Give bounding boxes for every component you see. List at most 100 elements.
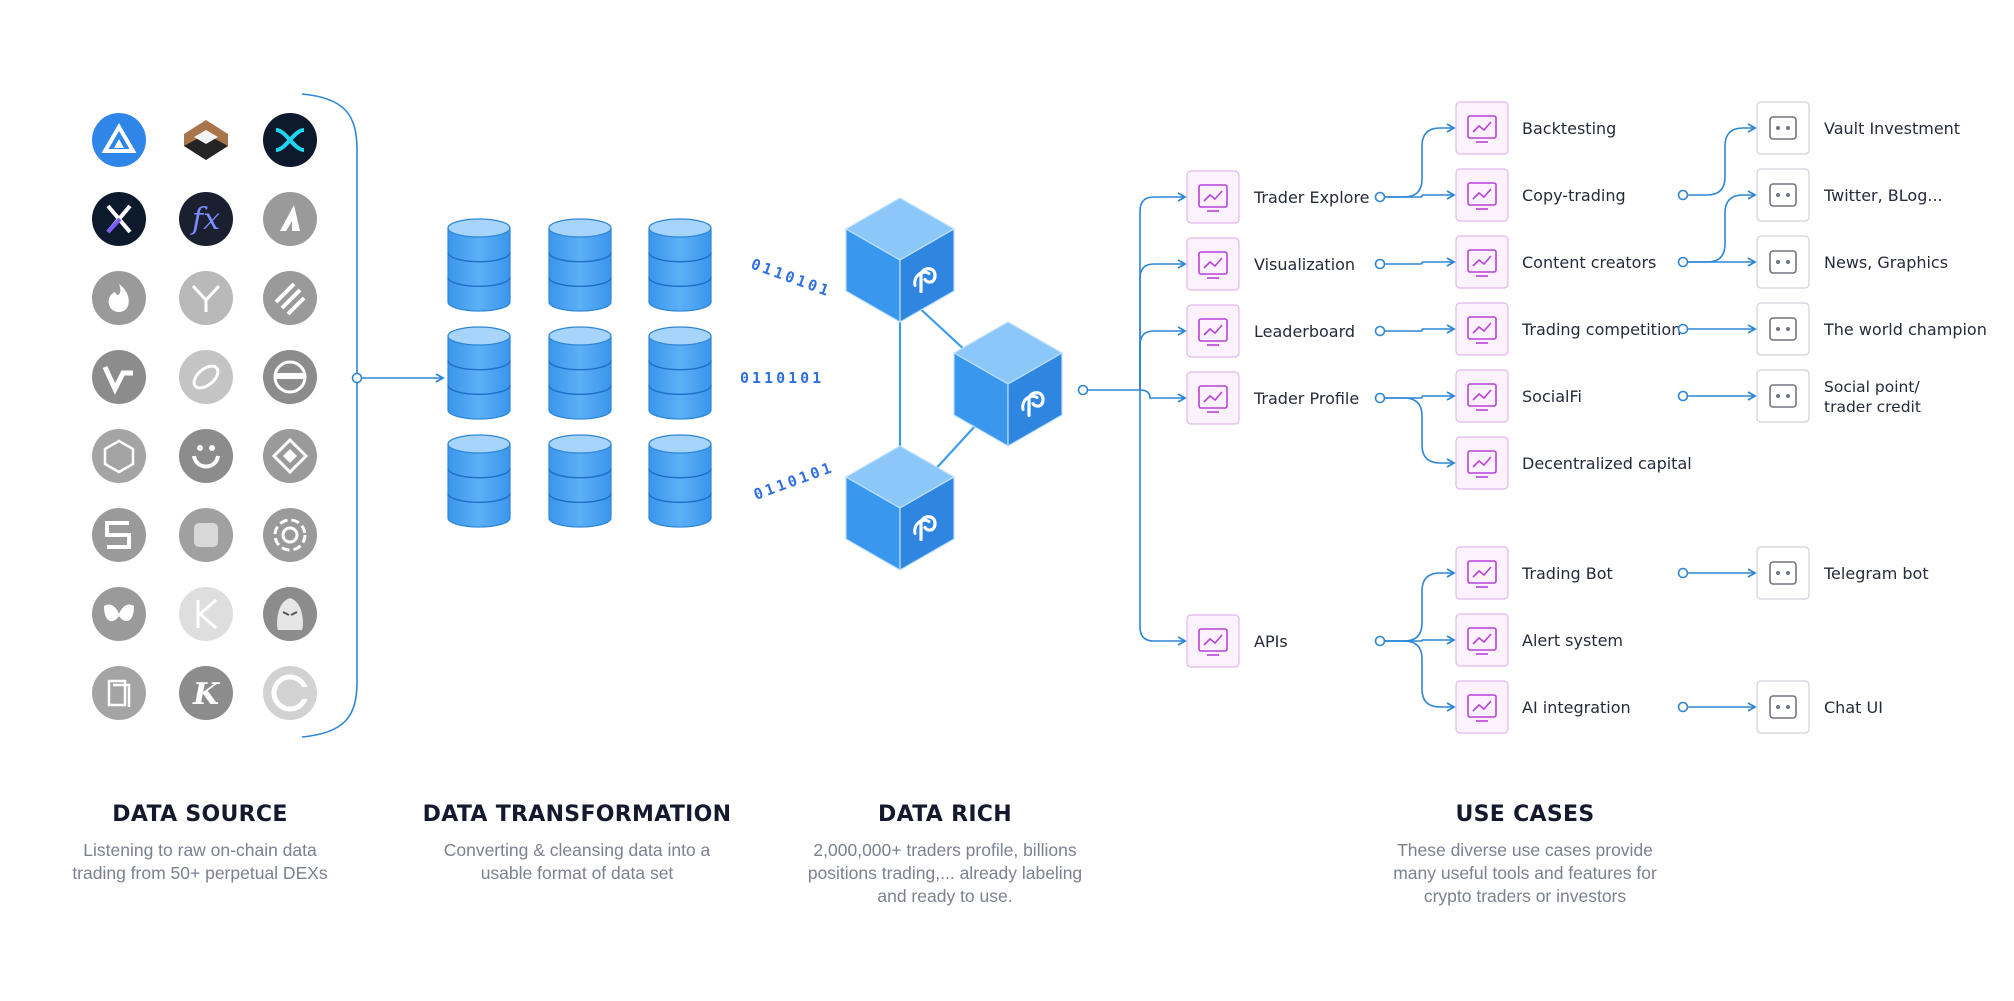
robot-brain-icon[interactable] — [1455, 546, 1509, 600]
use-case-label: Telegram bot — [1823, 564, 1929, 583]
magnifier-user-icon[interactable] — [1186, 170, 1240, 224]
caption-title: DATA TRANSFORMATION — [422, 802, 732, 827]
use-case-label: News, Graphics — [1824, 253, 1948, 272]
dex-logo-smile-icon — [179, 429, 233, 483]
dex-logo-stripes-icon — [263, 271, 317, 325]
caption-data-rich: DATA RICH 2,000,000+ traders profile, bi… — [775, 802, 1115, 908]
dex-logo-layers-icon — [92, 666, 146, 720]
use-case-label: Copy-trading — [1522, 186, 1626, 205]
caption-data-transformation: DATA TRANSFORMATION Converting & cleansi… — [407, 802, 747, 885]
dex-logo-rings-icon — [263, 508, 317, 562]
data-cube-icon — [844, 197, 956, 324]
caption-line: usable format of data set — [480, 863, 674, 883]
database-icon — [548, 218, 612, 312]
data-cube-icon — [844, 445, 956, 572]
use-case-label: Chat UI — [1824, 698, 1883, 717]
dex-logo-orbit-icon — [179, 350, 233, 404]
use-case-label: SocialFi — [1522, 387, 1582, 406]
use-case-label: Visualization — [1254, 255, 1355, 274]
use-case-label: APIs — [1254, 632, 1288, 651]
x-logo-icon[interactable] — [1756, 168, 1810, 222]
bits-bottom: 0110101 — [751, 458, 836, 504]
use-case-label: Social point/ — [1824, 378, 1920, 396]
database-icon — [447, 218, 511, 312]
bits-middle: 0110101 — [740, 369, 824, 387]
dex-logo-c-icon — [263, 666, 317, 720]
caption-title: USE CASES — [1455, 802, 1595, 827]
ranking-list-icon[interactable] — [1186, 304, 1240, 358]
use-case-label: Trader Profile — [1253, 389, 1359, 408]
use-case-label: The world champion — [1823, 320, 1987, 339]
caption-title: DATA SOURCE — [112, 802, 288, 827]
dex-logo-triangle-icon — [92, 113, 146, 167]
profile-card-icon[interactable] — [1186, 371, 1240, 425]
copy-trading-icon[interactable] — [1455, 168, 1509, 222]
use-case-label: Content creators — [1522, 253, 1656, 272]
use-case-label: Alert system — [1522, 631, 1623, 650]
social-network-icon[interactable] — [1455, 369, 1509, 423]
use-case-label: Leaderboard — [1254, 322, 1355, 341]
cube-cluster — [844, 197, 1064, 572]
caption-line: These diverse use cases provide — [1397, 840, 1653, 860]
content-editor-icon[interactable] — [1455, 235, 1509, 289]
ai-chip-icon[interactable] — [1455, 680, 1509, 734]
trophy-champion-icon[interactable] — [1756, 302, 1810, 356]
use-case-label: Vault Investment — [1824, 119, 1960, 138]
caption-data-source: DATA SOURCE Listening to raw on-chain da… — [30, 802, 370, 885]
svg-text:fx: fx — [190, 202, 220, 237]
dex-logo-x-icon — [92, 192, 146, 246]
database-icon — [447, 434, 511, 528]
database-icon — [447, 326, 511, 420]
presentation-chart-icon[interactable] — [1186, 237, 1240, 291]
caption-title: DATA RICH — [878, 802, 1012, 827]
caption-use-cases: USE CASES These diverse use cases provid… — [1355, 802, 1695, 908]
use-case-label: trader credit — [1824, 398, 1921, 416]
caption-line: positions trading,... already labeling — [807, 863, 1083, 883]
social-graph-icon[interactable] — [1756, 369, 1810, 423]
dex-logo-diamond-icon — [263, 429, 317, 483]
competition-chart-icon[interactable] — [1455, 302, 1509, 356]
use-case-tree: Trader ExploreVisualizationLeaderboardTr… — [1186, 101, 1987, 734]
dex-logo-k-icon — [179, 587, 233, 641]
use-case-label: Trader Explore — [1253, 188, 1370, 207]
bot-face-icon[interactable] — [1756, 546, 1810, 600]
dex-logo-hex-icon — [92, 587, 146, 641]
dex-logo-v-icon — [92, 350, 146, 404]
caption-line: Listening to raw on-chain data — [83, 840, 317, 860]
dex-logo-cube-icon — [92, 429, 146, 483]
use-case-label: Backtesting — [1522, 119, 1616, 138]
caption-line: many useful tools and features for — [1393, 863, 1657, 883]
database-grid — [447, 218, 712, 528]
dex-logo-flame-icon — [92, 271, 146, 325]
caption-line: 2,000,000+ traders profile, billions — [813, 840, 1077, 860]
use-case-label: Trading Bot — [1521, 564, 1613, 583]
dex-logo-hood-icon — [263, 587, 317, 641]
dex-logo-x-wave-icon — [263, 113, 317, 167]
database-icon — [648, 434, 712, 528]
hand-coin-icon[interactable] — [1756, 101, 1810, 155]
backtest-chart-icon[interactable] — [1455, 101, 1509, 155]
api-cloud-icon[interactable] — [1186, 614, 1240, 668]
dex-logo-fx-icon: fx — [179, 192, 233, 246]
database-icon — [548, 326, 612, 420]
use-case-label: Decentralized capital — [1522, 454, 1692, 473]
alarm-siren-icon[interactable] — [1455, 613, 1509, 667]
dex-logo-square-icon — [179, 508, 233, 562]
caption-line: crypto traders or investors — [1423, 886, 1627, 906]
data-cube-icon — [952, 321, 1064, 448]
dex-logo-ninja-icon — [263, 350, 317, 404]
dex-logo-s-icon — [92, 508, 146, 562]
dex-logo-grid: fxK — [92, 113, 317, 720]
use-case-label: Twitter, BLog... — [1823, 186, 1943, 205]
chat-bubble-icon[interactable] — [1756, 680, 1810, 734]
caption-line: trading from 50+ perpetual DEXs — [72, 863, 328, 883]
database-icon — [548, 434, 612, 528]
use-case-label: AI integration — [1522, 698, 1631, 717]
caption-line: Converting & cleansing data into a — [443, 840, 711, 860]
news-megaphone-icon[interactable] — [1756, 235, 1810, 289]
use-case-connectors — [1139, 123, 1757, 712]
dex-logo-gothic-k-icon: K — [179, 666, 233, 720]
decentralized-capital-icon[interactable] — [1455, 436, 1509, 490]
database-icon — [648, 326, 712, 420]
